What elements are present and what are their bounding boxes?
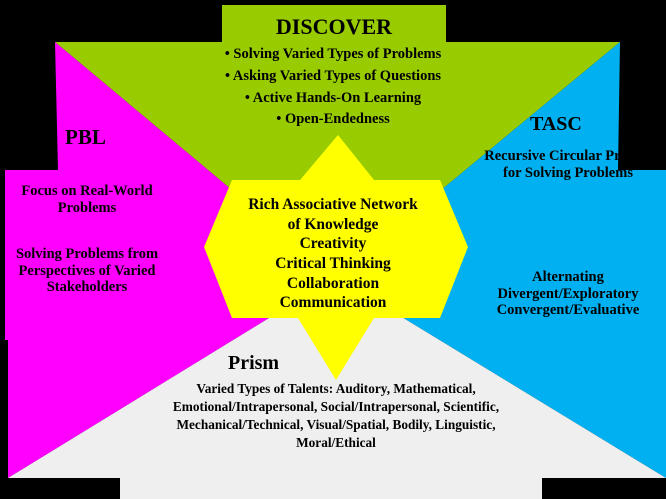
pbl-text-real-world: Focus on Real-World Problems (21, 183, 153, 216)
discover-item: Active Hands-On Learning (160, 88, 506, 110)
center-line: of Knowledge (287, 215, 379, 233)
discover-item: Open-Endedness (160, 109, 506, 131)
tasc-title: TASC (530, 113, 582, 135)
center-line: Creativity (299, 235, 367, 253)
tasc-text-recursive: Recursive Circular Process for Solving P… (484, 148, 652, 181)
prism-title: Prism (228, 352, 280, 374)
discover-item: Asking Varied Types of Questions (160, 66, 506, 88)
pbl-text-stakeholders: Solving Problems from Perspectives of Va… (15, 246, 159, 296)
discover-list: Solving Varied Types of Problems Asking … (160, 44, 506, 131)
tasc-text-alternating: Alternating Divergent/Exploratory Conver… (496, 269, 640, 319)
discover-title: DISCOVER (275, 14, 393, 39)
center-line: Collaboration (286, 274, 380, 292)
center-line: Rich Associative Network (248, 196, 418, 213)
prism-text: Varied Types of Talents: Auditory, Mathe… (172, 381, 500, 450)
prism-panel (8, 277, 666, 499)
center-text: Rich Associative Network of Knowledge Cr… (228, 195, 438, 313)
discover-item: Solving Varied Types of Problems (160, 44, 506, 66)
tasc-panel (336, 42, 666, 478)
pbl-title: PBL (65, 125, 106, 149)
center-star (204, 135, 468, 380)
center-line: Communication (279, 294, 387, 312)
pbl-panel (5, 42, 336, 478)
center-line: Critical Thinking (275, 255, 391, 273)
